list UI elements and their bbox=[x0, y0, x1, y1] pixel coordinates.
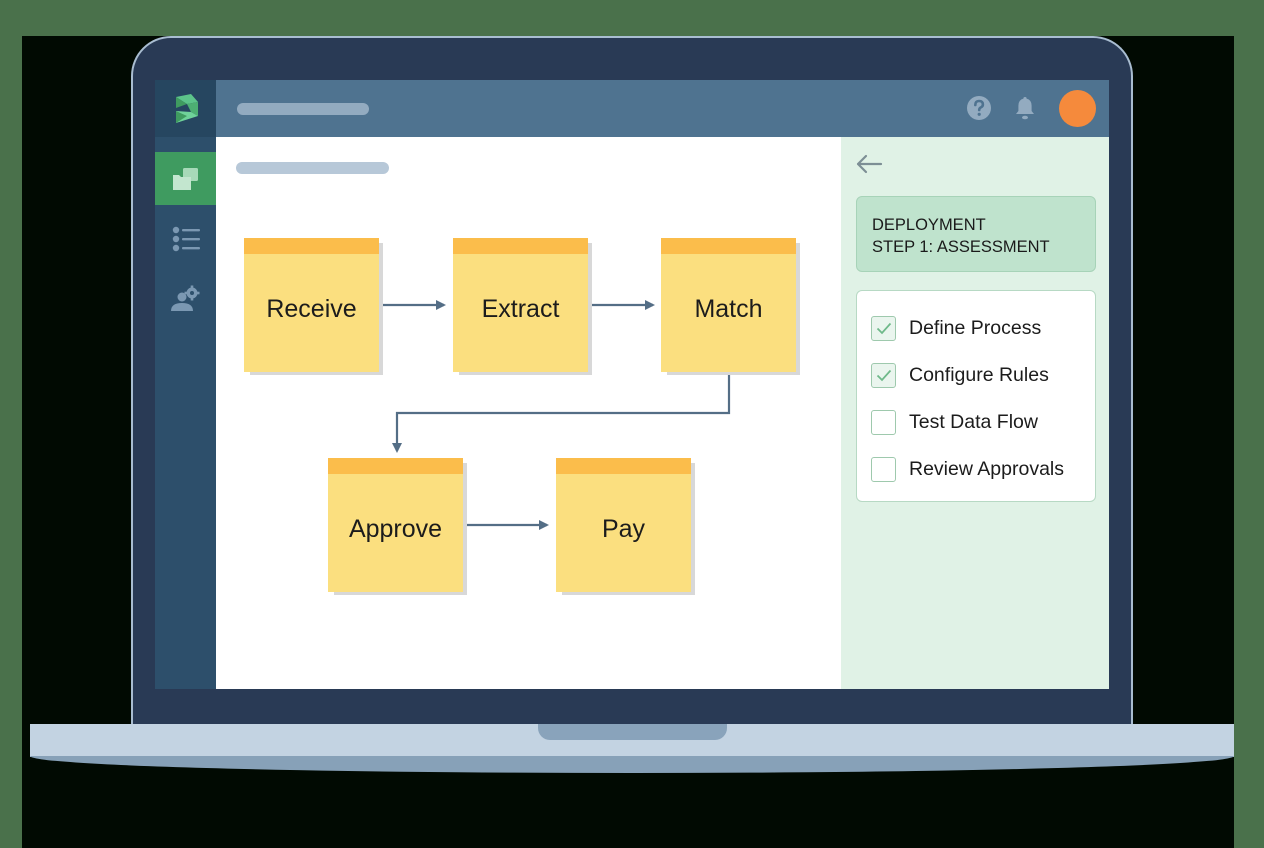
checklist-label: Define Process bbox=[909, 317, 1042, 339]
help-button[interactable] bbox=[965, 94, 993, 122]
deployment-panel: DEPLOYMENT STEP 1: ASSESSMENT Define Pro… bbox=[841, 137, 1109, 689]
node-pay[interactable]: Pay bbox=[556, 458, 691, 592]
checklist-label: Test Data Flow bbox=[909, 411, 1038, 433]
checklist: Define Process Configure Rules Test Data… bbox=[856, 290, 1096, 502]
back-button[interactable] bbox=[853, 151, 885, 177]
checkbox[interactable] bbox=[871, 316, 896, 341]
sidebar-item-list[interactable] bbox=[155, 212, 216, 265]
checkmark-icon bbox=[876, 322, 891, 335]
help-icon bbox=[967, 96, 991, 120]
laptop-base-lip bbox=[30, 756, 1234, 773]
flow-connectors bbox=[381, 300, 731, 530]
node-label: Pay bbox=[601, 514, 646, 543]
brand-logo-icon bbox=[175, 93, 198, 123]
checklist-label: Configure Rules bbox=[909, 364, 1049, 386]
top-bar bbox=[216, 80, 1109, 137]
notifications-button[interactable] bbox=[1011, 94, 1039, 122]
node-label: Approve bbox=[348, 514, 443, 543]
step-card: DEPLOYMENT STEP 1: ASSESSMENT bbox=[856, 196, 1096, 272]
node-match[interactable]: Match bbox=[661, 238, 796, 372]
arrow-left-icon bbox=[856, 154, 883, 174]
title-placeholder bbox=[237, 103, 369, 115]
sidebar bbox=[155, 80, 216, 689]
checklist-item-test-data-flow[interactable]: Test Data Flow bbox=[871, 399, 1095, 446]
node-label: Extract bbox=[481, 294, 560, 323]
checkbox[interactable] bbox=[871, 410, 896, 435]
checklist-item-configure-rules[interactable]: Configure Rules bbox=[871, 352, 1095, 399]
user-gear-icon bbox=[170, 285, 199, 311]
checklist-item-review-approvals[interactable]: Review Approvals bbox=[871, 446, 1095, 493]
step-card-title: DEPLOYMENT bbox=[872, 216, 986, 234]
subtitle-placeholder bbox=[236, 162, 389, 174]
node-receive[interactable]: Receive bbox=[244, 238, 379, 372]
checklist-label: Review Approvals bbox=[909, 458, 1064, 480]
checkbox[interactable] bbox=[871, 363, 896, 388]
user-avatar[interactable] bbox=[1059, 90, 1096, 127]
laptop-notch bbox=[538, 724, 727, 740]
app-screen: Receive Extract Match Approve Pay DEPLOY… bbox=[155, 80, 1109, 689]
node-extract[interactable]: Extract bbox=[453, 238, 588, 372]
edge-match-approve bbox=[392, 373, 731, 453]
checkmark-icon bbox=[876, 369, 891, 382]
node-approve[interactable]: Approve bbox=[328, 458, 463, 592]
process-canvas: Receive Extract Match Approve Pay bbox=[216, 137, 841, 689]
checklist-item-define-process[interactable]: Define Process bbox=[871, 305, 1095, 352]
step-card-subtitle: STEP 1: ASSESSMENT bbox=[872, 238, 1050, 256]
bell-icon bbox=[1016, 97, 1034, 120]
checkbox[interactable] bbox=[871, 457, 896, 482]
node-label: Receive bbox=[266, 294, 357, 323]
sidebar-item-user-settings[interactable] bbox=[155, 272, 216, 325]
logo[interactable] bbox=[155, 80, 216, 137]
list-icon bbox=[172, 226, 200, 251]
node-label: Match bbox=[694, 294, 763, 323]
folders-icon bbox=[172, 167, 198, 190]
sidebar-item-folders[interactable] bbox=[155, 152, 216, 205]
